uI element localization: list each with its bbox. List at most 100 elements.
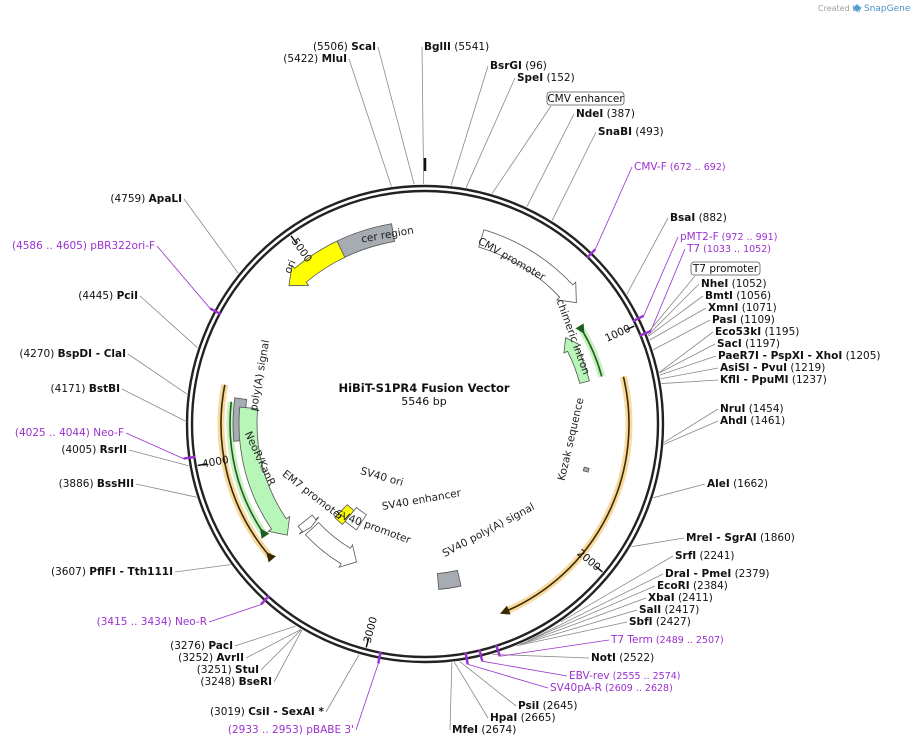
site-label: NdeI (387) <box>576 108 635 120</box>
feature-label: Kozak sequence <box>556 397 587 482</box>
snapgene-logo-icon <box>853 4 861 12</box>
site-name: RsrII <box>100 444 127 456</box>
primer-leader-line <box>499 639 610 657</box>
site-position: (3248) <box>200 676 238 688</box>
primer-leader-line <box>467 663 549 689</box>
site-leader-line <box>653 483 706 499</box>
primer-label: (2933 .. 2953) pBABE 3' <box>228 724 354 736</box>
site-label: SbfI (2427) <box>629 616 691 628</box>
site-name: BstBI <box>89 383 120 395</box>
site-position: (5422) <box>283 53 321 65</box>
site-label: (4270) BspDI - ClaI <box>19 348 126 360</box>
site-label: XmnI (1071) <box>708 302 777 314</box>
site-leader-line <box>459 661 517 707</box>
site-position: (2645) <box>539 700 577 712</box>
site-position: (1109) <box>737 314 775 326</box>
site-label: (3276) PacI <box>170 640 233 652</box>
site-leader-line <box>659 343 716 374</box>
site-position: (1205) <box>842 350 880 362</box>
feature-box-label: T7 promoter <box>692 263 759 275</box>
plasmid-name: HiBiT-S1PR4 Fusion Vector <box>338 381 509 395</box>
site-label: SacI (1197) <box>717 338 780 350</box>
site-label: NheI (1052) <box>701 278 767 290</box>
site-name: HpaI <box>490 712 517 724</box>
feature-leader-line <box>646 275 696 334</box>
primer-mark <box>478 649 484 662</box>
site-position: (4759) <box>110 193 148 205</box>
green-orf-arc <box>229 401 270 539</box>
primer-name: Neo-R <box>175 616 207 628</box>
site-label: SnaBI (493) <box>598 126 664 138</box>
primer-mark <box>377 651 382 664</box>
site-position: (152) <box>543 72 575 84</box>
orf-arc-highlight <box>503 375 633 616</box>
site-leader-line <box>127 353 188 395</box>
site-position: (2417) <box>661 604 699 616</box>
site-position: (2427) <box>653 616 691 628</box>
feature-label: poly(A) signal <box>248 339 272 412</box>
site-name: BsrGI <box>490 60 522 72</box>
site-name: NotI <box>591 652 616 664</box>
primer-label: T7 (1033 .. 1052) <box>686 243 771 255</box>
site-leader-line <box>664 408 719 443</box>
site-label: BsrGI (96) <box>490 60 547 72</box>
site-position: (1662) <box>730 478 768 490</box>
feature-sv40-enhancer <box>344 506 367 531</box>
site-label: HpaI (2665) <box>490 712 556 724</box>
site-label: MreI - SgrAI (1860) <box>686 532 795 544</box>
site-name: BsaI <box>670 212 695 224</box>
feature-box <box>690 261 761 276</box>
primer-range: (2555 .. 2574) <box>610 671 681 682</box>
site-position: (4171) <box>51 383 89 395</box>
site-leader-line <box>453 661 489 719</box>
site-leader-line <box>526 113 575 207</box>
site-leader-line <box>648 295 704 337</box>
primer-mark <box>632 314 645 323</box>
site-position: (493) <box>632 126 664 138</box>
primer-label: pMT2-F (972 .. 991) <box>680 231 777 243</box>
primer-range: (4025 .. 4044) <box>15 427 93 439</box>
primer-range: (4586 .. 4605) <box>12 240 90 252</box>
primer-name: EBV-rev <box>569 670 610 682</box>
site-leader-line <box>121 388 186 422</box>
site-label: (3248) BseRI <box>200 676 272 688</box>
primer-label: (3415 .. 3434) Neo-R <box>97 616 207 628</box>
site-name: PsiI <box>518 700 539 712</box>
feature-label: SV40 poly(A) signal <box>441 501 537 560</box>
site-name: SbfI <box>629 616 653 628</box>
site-leader-line <box>626 217 669 295</box>
feature-box <box>546 91 625 106</box>
site-leader-line <box>260 629 302 671</box>
feature-chimeric-intron <box>563 336 590 384</box>
site-position: (1237) <box>789 374 827 386</box>
site-position: (2384) <box>690 580 728 592</box>
feature-em7-promoter <box>297 514 320 535</box>
primer-name: T7 Term <box>610 634 653 646</box>
primer-leader-line <box>650 248 686 332</box>
site-leader-line <box>661 379 719 384</box>
site-name: PflFI - Tth111I <box>89 566 173 578</box>
site-position: (3019) <box>210 706 248 718</box>
site-name: ScaI <box>351 41 376 53</box>
site-label: BsaI (882) <box>670 212 727 224</box>
site-label: AhdI (1461) <box>720 415 785 427</box>
site-leader-line <box>528 573 664 641</box>
site-name: StuI <box>235 664 259 676</box>
site-name: XbaI <box>648 592 675 604</box>
primer-label: (4586 .. 4605) pBR322ori-F <box>12 240 155 252</box>
feature-leader-line <box>491 105 552 194</box>
site-position: (5506) <box>313 41 351 53</box>
orf-arcs <box>217 323 633 616</box>
site-position: (2674) <box>478 724 516 736</box>
feature-ori <box>288 240 346 287</box>
feature-label: SV40 enhancer <box>381 487 462 513</box>
site-name: PacI <box>208 640 233 652</box>
tick-mark <box>197 463 207 467</box>
site-leader-line <box>519 609 638 646</box>
primer-name: CMV-F <box>634 161 667 173</box>
site-position: (2665) <box>517 712 555 724</box>
site-name: BssHII <box>97 478 134 490</box>
site-leader-line <box>421 46 425 185</box>
site-position: (4005) <box>61 444 99 456</box>
primer-leader-line <box>125 432 184 459</box>
